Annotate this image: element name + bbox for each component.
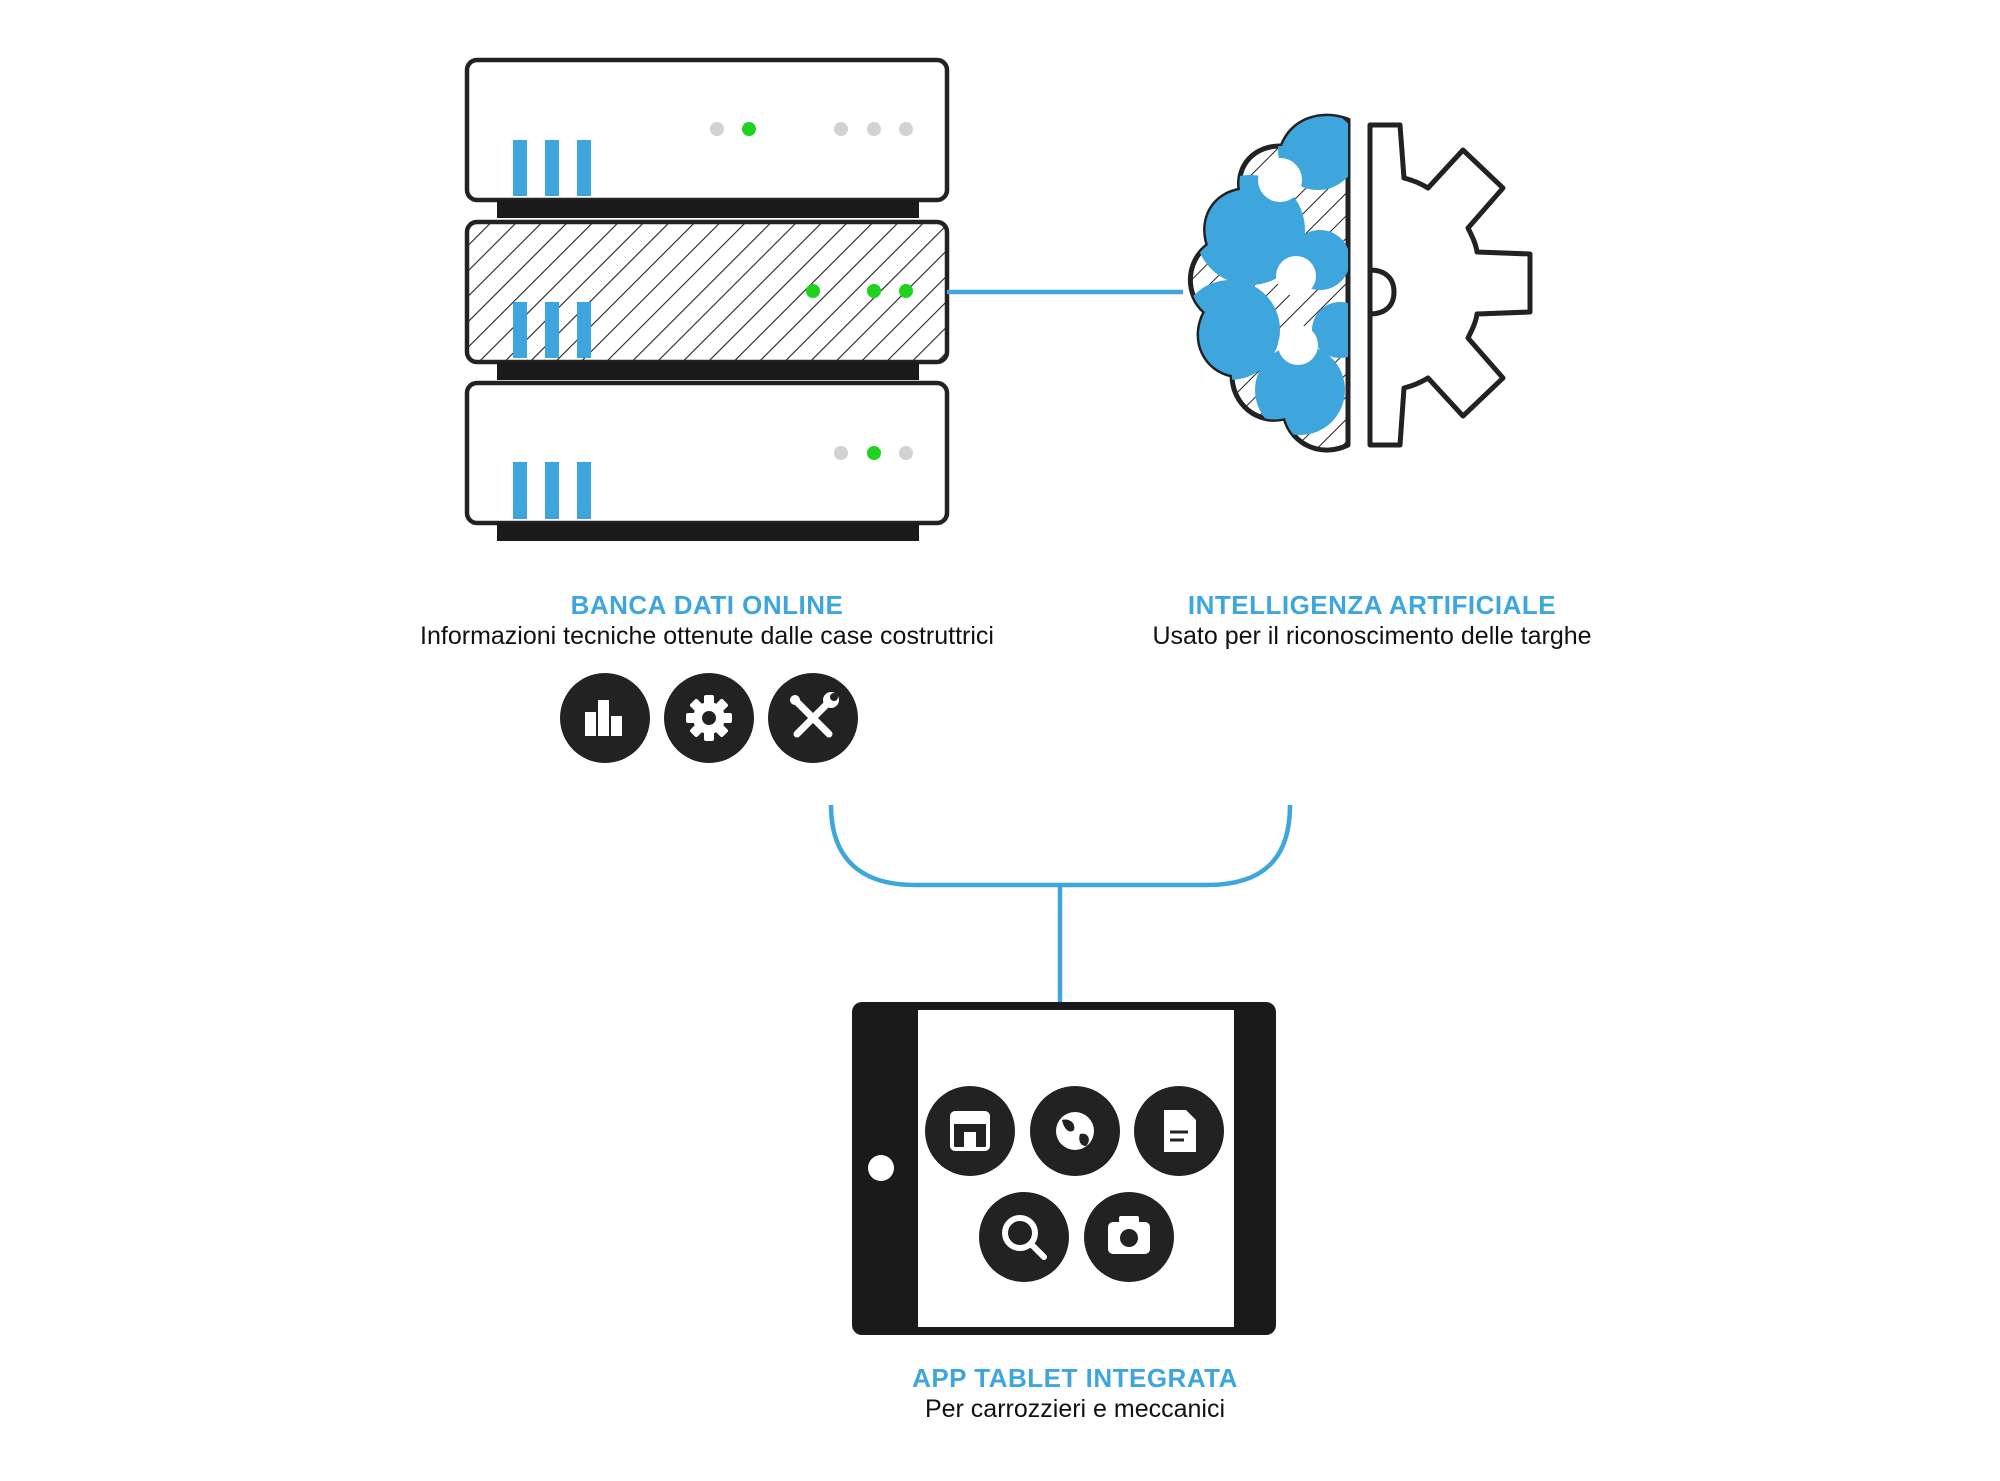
server-unit-bottom xyxy=(464,380,950,541)
search-icon xyxy=(979,1192,1069,1282)
bar-chart-icon xyxy=(560,673,650,763)
database-subtitle: Informazioni tecniche ottenute dalle cas… xyxy=(420,622,994,650)
ai-title: INTELLIGENZA ARTIFICIALE xyxy=(1187,590,1557,620)
ai-caption: INTELLIGENZA ARTIFICIALE Usato per il ri… xyxy=(1022,589,1722,651)
database-title: BANCA DATI ONLINE xyxy=(570,590,844,620)
tablet-home-button xyxy=(868,1155,894,1181)
store-icon xyxy=(925,1086,1015,1176)
database-caption: BANCA DATI ONLINE Informazioni tecniche … xyxy=(357,589,1057,651)
server-unit-top xyxy=(464,57,950,218)
database-icon-row xyxy=(560,673,858,763)
connector-bracket xyxy=(828,804,1293,888)
server-unit-middle xyxy=(464,219,950,380)
tablet-caption: APP TABLET INTEGRATA Per carrozzieri e m… xyxy=(725,1362,1425,1424)
ai-subtitle: Usato per il riconoscimento delle targhe xyxy=(1152,622,1592,650)
tablet-title: APP TABLET INTEGRATA xyxy=(912,1363,1238,1393)
globe-icon xyxy=(1030,1086,1120,1176)
ai-brain-gear-icon xyxy=(1187,113,1533,453)
gear-icon xyxy=(664,673,754,763)
camera-icon xyxy=(1084,1192,1174,1282)
tablet-icon xyxy=(852,1002,1276,1335)
document-icon xyxy=(1134,1086,1224,1176)
tools-icon xyxy=(768,673,858,763)
tablet-subtitle: Per carrozzieri e meccanici xyxy=(924,1395,1226,1423)
server-stack-icon xyxy=(464,57,950,541)
